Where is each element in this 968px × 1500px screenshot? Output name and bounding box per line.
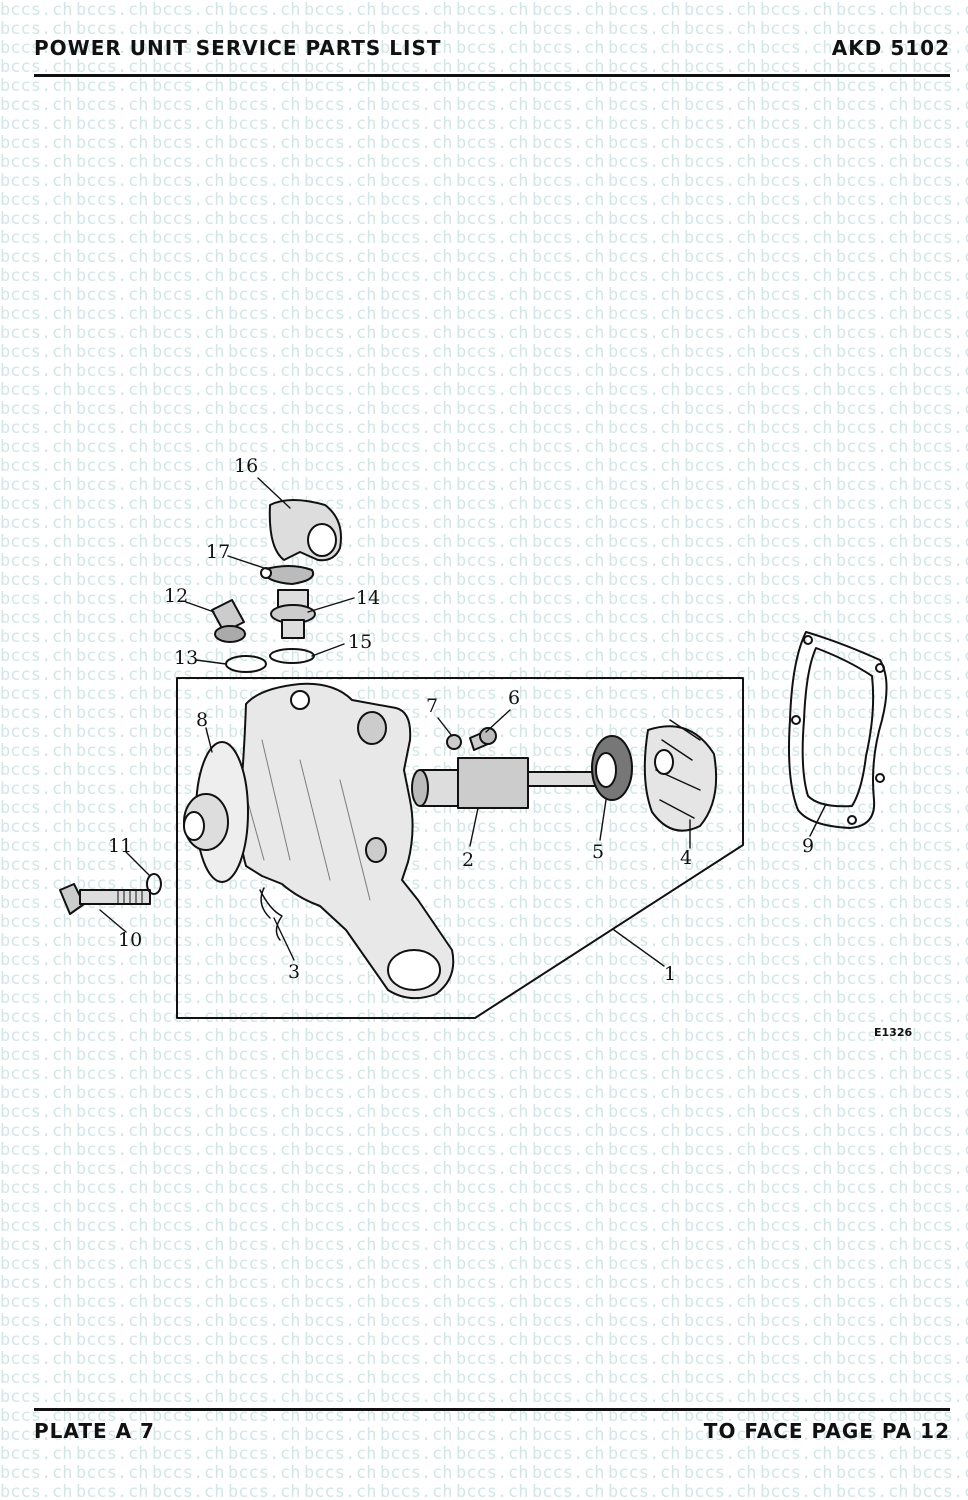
callout-8: 8 [196, 709, 208, 731]
part-5-seal [591, 735, 633, 801]
part-4-impeller [643, 719, 718, 832]
assembly-frame [176, 677, 744, 1019]
callout-4: 4 [680, 847, 692, 869]
callout-13: 13 [174, 647, 198, 669]
callout-16: 16 [234, 455, 258, 477]
part-9-gasket [788, 631, 888, 829]
callout-1: 1 [664, 963, 676, 985]
part-8-hub [183, 741, 249, 883]
part-1-pump-body [237, 682, 455, 1000]
page-title: POWER UNIT SERVICE PARTS LIST [34, 36, 442, 60]
callout-3: 3 [288, 961, 300, 983]
page-header: POWER UNIT SERVICE PARTS LIST AKD 5102 [34, 34, 950, 77]
plate-number: PLATE A 7 [34, 1419, 155, 1443]
part-3-circlip [259, 887, 283, 941]
part-14-union [270, 589, 316, 639]
callout-6: 6 [508, 687, 520, 709]
callout-2: 2 [462, 849, 474, 871]
part-10-bolt [59, 883, 151, 915]
callout-labels: 16 17 12 14 13 15 7 6 8 2 5 4 9 11 10 3 … [108, 455, 912, 1039]
callout-12: 12 [164, 585, 188, 607]
part-11-washer [146, 873, 162, 895]
page-footer: PLATE A 7 TO FACE PAGE PA 12 [34, 1408, 950, 1451]
part-15-washer [269, 648, 315, 664]
part-7-plug [446, 734, 462, 750]
document-code: AKD 5102 [831, 36, 950, 60]
part-17-clip [260, 565, 314, 585]
callout-7: 7 [426, 695, 438, 717]
callout-11: 11 [108, 835, 132, 857]
part-6-screw [469, 727, 497, 751]
page-reference: TO FACE PAGE PA 12 [703, 1419, 950, 1443]
part-2-bearing [411, 757, 609, 809]
figure-reference: E1326 [874, 1026, 912, 1039]
callout-5: 5 [592, 841, 604, 863]
callout-9: 9 [802, 835, 814, 857]
callout-17: 17 [206, 541, 230, 563]
callout-14: 14 [356, 587, 380, 609]
part-12-plug [211, 599, 246, 643]
part-16-elbow [268, 499, 342, 562]
callout-15: 15 [348, 631, 372, 653]
part-13-washer [225, 655, 267, 673]
callout-10: 10 [118, 929, 142, 951]
